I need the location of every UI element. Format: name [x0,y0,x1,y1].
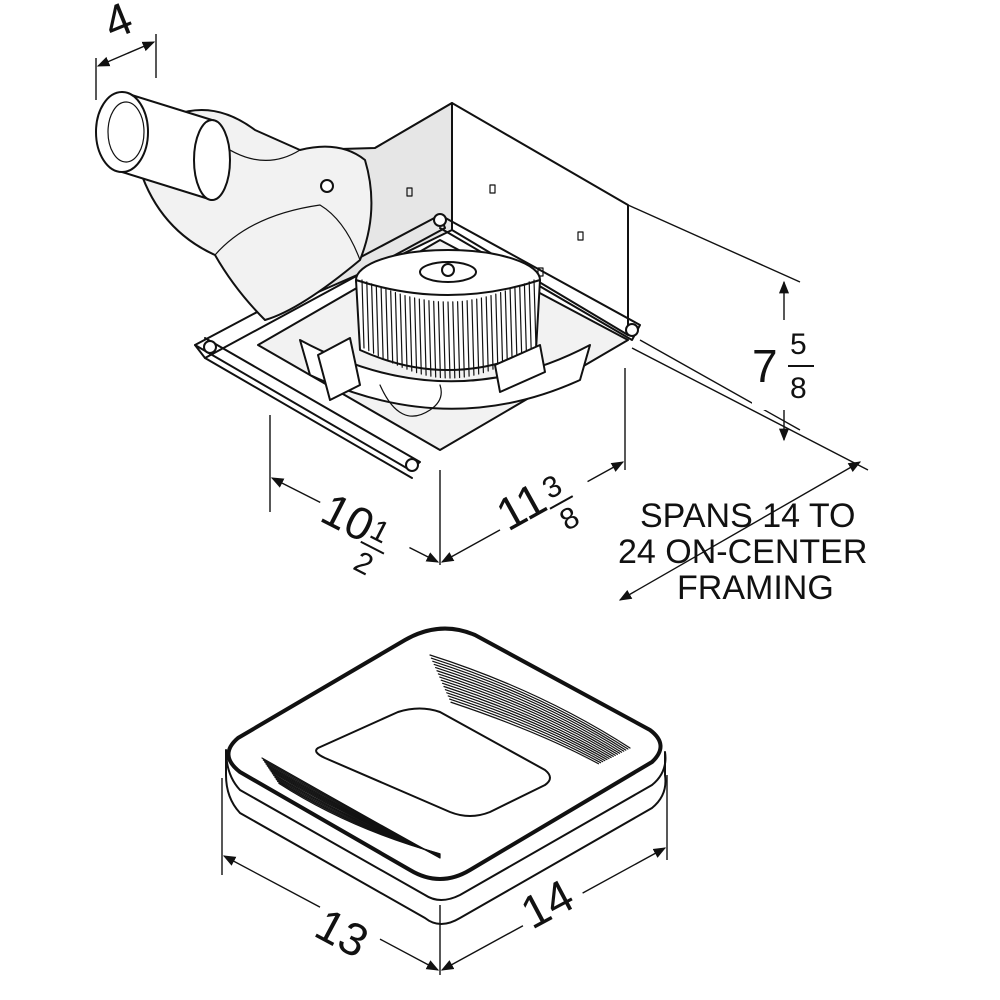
blower-blade [375,285,379,357]
blower-blade [509,288,513,362]
blower-blade [390,290,394,364]
svg-text:8: 8 [790,372,807,405]
blower-blade [466,300,470,377]
screw-back [433,213,447,227]
blower-blade [366,281,370,352]
blower-blade [495,293,499,368]
framing-note: SPANS 14 TO 24 ON-CENTER FRAMING [618,497,867,607]
panel-slot-2 [489,184,496,194]
blower-blade [447,301,451,379]
screw-left [203,340,217,354]
grille-louver [429,654,631,749]
blower-blade [519,285,523,357]
svg-text:7: 7 [752,340,778,392]
blower-blade [399,293,403,368]
blower-blade [523,283,528,354]
round-duct [95,91,231,201]
grille-louver [449,698,602,764]
height-label: 7 5 8 [752,320,822,410]
wiring-harness [379,384,442,417]
grille-louver [437,673,618,755]
grille-louver [444,689,608,761]
blower-blade [437,301,441,379]
height-dimension: 7 5 8 [627,204,822,442]
grille-louver [442,682,612,759]
blower-blade [485,296,489,372]
grille-louvers [261,654,631,859]
grille-louver [433,663,625,752]
blower-blade [533,279,537,349]
grille-louver [436,670,621,754]
blower-blade [418,298,422,375]
grille-louver [278,782,441,855]
light-lens [315,707,551,817]
grille-louver [435,667,623,753]
grille-width-label: 13 [302,895,387,973]
blower-blade [428,300,432,377]
motor-plate [299,339,591,410]
blower-blade [394,292,398,366]
blower-blade [480,297,484,374]
blower-blade [380,286,384,359]
blower-blade [423,299,427,376]
screw-right [625,323,639,337]
blower-blade [371,283,375,354]
grille-louver [430,657,629,750]
screw-front [405,458,419,472]
svg-text:5: 5 [790,328,807,361]
mounting-rail-front-2 [204,357,413,479]
blower-blade [528,281,532,352]
grille-cover [225,626,667,925]
width-label: 10 1 2 [296,481,420,594]
depth-label: 11 3 8 [483,451,608,566]
panel-slot-4 [577,231,584,241]
grille-louver [446,692,606,762]
grille-top-face [226,626,663,881]
blower-blade [504,290,508,364]
blower-blade [404,295,408,370]
blower-blade [471,299,475,376]
blower-blade [452,301,456,379]
width-dimension: 10 1 2 [269,415,441,594]
grille-louver [447,695,604,763]
blower-blade [490,295,494,370]
damper-tab-right [494,344,546,393]
panel-slot-1 [406,187,413,197]
wiring-box [317,337,361,401]
framing-span-dimension [618,347,869,601]
blower-blade [514,286,518,359]
grille-louver [440,679,614,757]
blower-blade [457,301,461,379]
grille-louver [450,701,600,765]
blower-blade [500,292,504,366]
blower-blade [361,279,365,349]
fan-housing [95,91,641,479]
duct-dimension: 4 [95,0,157,100]
blower-wheel [355,249,541,379]
grille-width-dimension: 13 [221,778,441,975]
blower-blade [409,296,413,372]
blower-blade [476,298,480,375]
framing-note-line2: 24 ON-CENTER [618,533,867,571]
grille-louver [439,676,616,756]
framing-note-line3: FRAMING [677,569,834,607]
blower-blade [385,288,389,362]
grille-louver [432,660,627,751]
duct-diameter-label: 4 [96,0,139,49]
blower-blade [414,297,418,374]
blower-blade [461,300,465,378]
blower-blade [442,301,446,379]
framing-note-line1: SPANS 14 TO [640,497,855,535]
duct-rivet [320,179,334,193]
blower-blade [433,300,437,378]
grille-louver [443,685,610,760]
